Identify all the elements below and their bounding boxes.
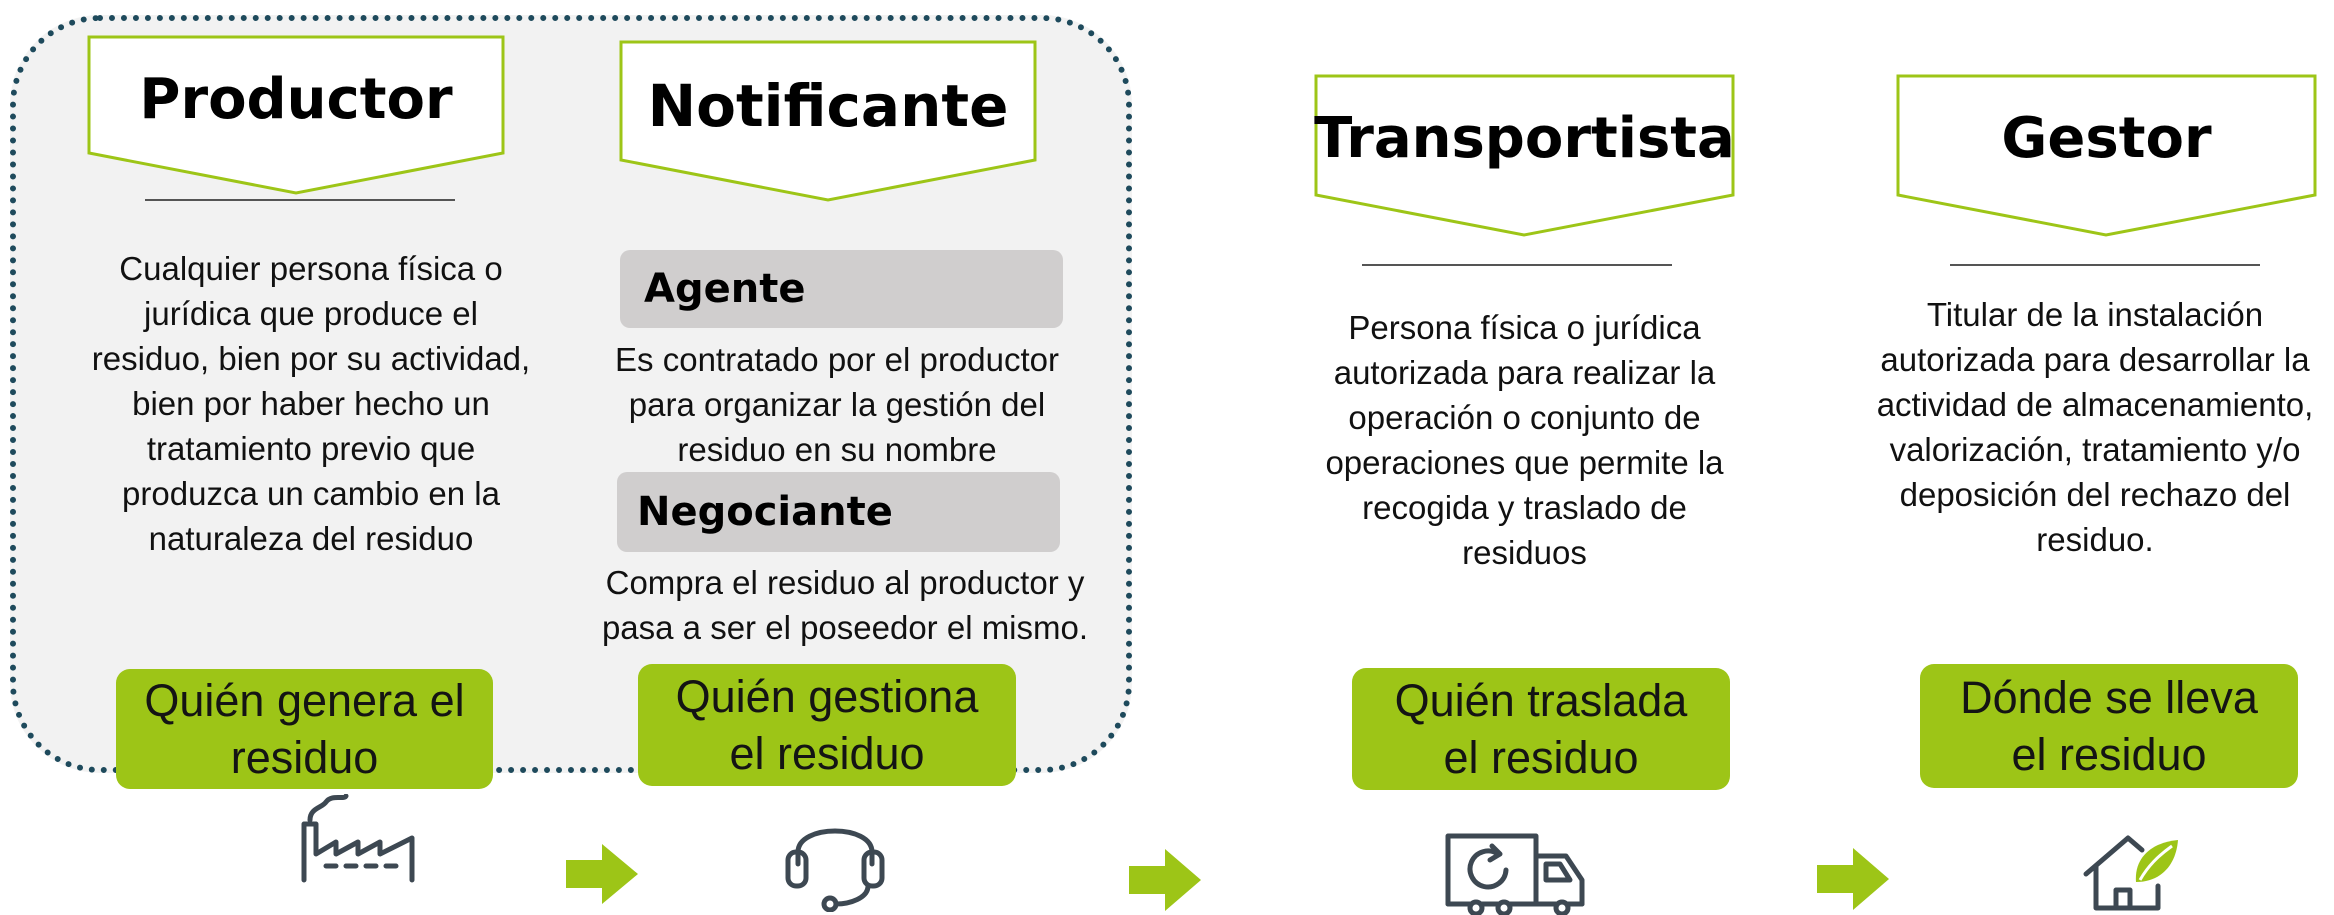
gestor-header: Gestor	[1896, 74, 2317, 237]
arrow-right-icon	[1817, 848, 1889, 915]
transportista-title: Transportista	[1314, 106, 1735, 171]
arrow-right-icon	[566, 844, 638, 909]
recycling-truck-icon	[1442, 828, 1590, 915]
factory-icon	[296, 793, 420, 889]
productor-title: Productor	[139, 67, 453, 132]
transportista-description: Persona física o jurídica autorizada par…	[1325, 309, 1724, 571]
eco-house-icon	[2080, 832, 2180, 915]
gestor-pill: Dónde se lleva el residuo	[1920, 664, 2298, 788]
gestor-title: Gestor	[2001, 106, 2212, 171]
notificante-header: Notificante	[619, 40, 1037, 202]
productor-pill: Quién genera el residuo	[116, 669, 493, 789]
productor-description: Cualquier persona física o jurídica que …	[91, 250, 531, 557]
headset-icon	[780, 810, 890, 915]
negociante-subhead: Negociante	[617, 472, 1060, 552]
chevron-header-shape	[1896, 74, 2317, 237]
agente-description: Es contratado por el productor para orga…	[615, 341, 1059, 468]
gestor-divider	[1950, 264, 2260, 266]
chevron-header-shape	[87, 35, 505, 195]
gestor-description: Titular de la instalación autorizada par…	[1876, 296, 2314, 558]
transportista-header: Transportista	[1314, 74, 1735, 237]
agente-subhead: Agente	[620, 250, 1063, 328]
transportista-divider	[1362, 264, 1672, 266]
productor-header: Productor	[87, 35, 505, 195]
productor-divider	[145, 199, 455, 201]
transportista-pill: Quién traslada el residuo	[1352, 668, 1730, 790]
chevron-header-shape	[619, 40, 1037, 202]
notificante-pill: Quién gestiona el residuo	[638, 664, 1016, 786]
negociante-description: Compra el residuo al productor y pasa a …	[601, 564, 1089, 646]
notificante-title: Notificante	[647, 72, 1009, 140]
arrow-right-icon	[1129, 849, 1201, 915]
chevron-header-shape	[1314, 74, 1735, 237]
